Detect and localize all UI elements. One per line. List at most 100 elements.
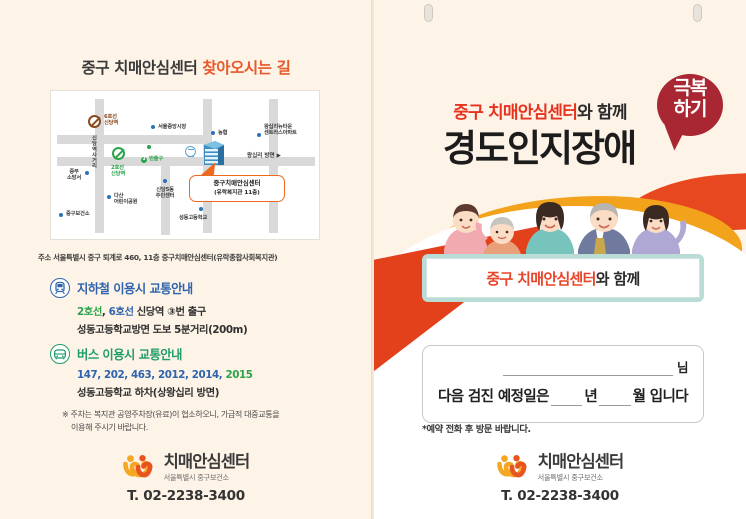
banner-inner: 중구 치매안심센터와 함께 bbox=[426, 258, 700, 298]
map-dot-newtown bbox=[257, 133, 262, 138]
month-input-line[interactable] bbox=[599, 392, 631, 406]
bus-header: 버스 이용시 교통안내 bbox=[50, 344, 360, 364]
headline-subtitle-rest: 와 함께 bbox=[577, 103, 627, 123]
subway-icon bbox=[50, 278, 70, 298]
page-title-accent: 찾아오시는 길 bbox=[202, 59, 291, 77]
speech-bubble-tail bbox=[664, 122, 692, 152]
dementia-center-logo-icon bbox=[122, 454, 157, 482]
right-logo-block: 치매안심센터 서울특별시 중구보건소 T. 02-2238-3400 bbox=[374, 452, 746, 504]
subway-lines: 2호선, 6호선 신당역 ③번 출구 bbox=[77, 303, 360, 318]
map-dot-dasan-park bbox=[107, 195, 112, 200]
map-dot-exit bbox=[147, 145, 152, 150]
map-dot-fire-station bbox=[85, 171, 90, 176]
subway-line2-icon bbox=[112, 147, 125, 160]
year-input-line[interactable] bbox=[550, 392, 583, 406]
location-map: 6호선 신당역 2호선 신당역 신당역사거리 중부 소방서 중구보건소 bbox=[50, 90, 320, 240]
map-dot-market bbox=[151, 125, 156, 130]
dementia-center-logo-icon-right bbox=[496, 454, 531, 482]
map-label-exit: 번출구 bbox=[149, 156, 164, 162]
bus-stop-info: 성동고등학교 하차(상왕십리 방면) bbox=[77, 387, 220, 399]
bubble-line-1: 극복 bbox=[673, 77, 708, 99]
center-callout: 중구치매안심센터 (유락복지관 11층) bbox=[189, 175, 285, 203]
bus-numbers-blue: 147, 202, 463, 2012, 2014, bbox=[77, 369, 226, 381]
map-label-community-center: 신당5동 주민센터 bbox=[155, 187, 175, 200]
headline-subtitle-accent: 중구 치매안심센터 bbox=[453, 103, 578, 123]
speech-bubble bbox=[657, 74, 723, 136]
bus-numbers: 147, 202, 463, 2012, 2014, 2015 bbox=[77, 369, 360, 381]
bus-icon bbox=[50, 344, 70, 364]
right-logo-text: 치매안심센터 서울특별시 중구보건소 bbox=[537, 452, 625, 483]
appointment-note: *예약 전화 후 방문 바랍니다. bbox=[422, 424, 531, 435]
map-exit-number: 3 bbox=[141, 157, 147, 163]
left-phone-number: T. 02-2238-3400 bbox=[127, 488, 245, 504]
subway-exit: 신당역 ③번 출구 bbox=[133, 306, 207, 318]
right-logo-name: 치매안심센터 bbox=[537, 452, 625, 471]
year-label: 년 bbox=[584, 389, 598, 405]
page-title-plain: 중구 치매안심센터 bbox=[81, 59, 203, 77]
left-logo-block: 치매안심센터 서울특별시 중구보건소 T. 02-2238-3400 bbox=[0, 452, 372, 504]
bus-info-block: 버스 이용시 교통안내 147, 202, 463, 2012, 2014, 2… bbox=[50, 344, 360, 399]
parking-note-line1: ※ 주차는 복지관 공영주차장(유료)이 협소하오니, 가급적 대중교통을 bbox=[62, 409, 280, 419]
address-text: 주소 서울특별시 중구 퇴계로 460, 11층 중구치매안심센터(유락종합사회… bbox=[38, 253, 278, 262]
map-road-vertical-3 bbox=[269, 99, 278, 233]
subway-header: 지하철 이용시 교통안내 bbox=[50, 278, 360, 298]
next-checkup-label: 다음 검진 예정일은 bbox=[438, 389, 549, 405]
map-label-wangsimni-direction: 왕십리 방면 ▶ bbox=[247, 153, 281, 159]
map-label-school: 성동고등학교 bbox=[179, 215, 208, 221]
map-road-vertical-1 bbox=[95, 99, 104, 233]
subway-line-2: 2호선 bbox=[77, 306, 102, 318]
appointment-card[interactable]: 님 다음 검진 예정일은 년 월 입니다 bbox=[422, 345, 704, 423]
callout-sub: (유락복지관 11층) bbox=[214, 189, 260, 196]
name-suffix: 님 bbox=[676, 360, 689, 375]
banner-text: 중구 치매안심센터와 함께 bbox=[486, 268, 641, 289]
subway-comma: , bbox=[101, 306, 109, 318]
center-building-illustration bbox=[201, 139, 227, 169]
map-label-newtown: 왕십리뉴타운 센트라스아파트 bbox=[264, 124, 297, 137]
banner-text-accent: 중구 치매안심센터 bbox=[486, 269, 596, 288]
left-panel: 중구 치매안심센터 찾아오시는 길 6호선 신당역 2호선 신당역 bbox=[0, 0, 372, 519]
parking-note: ※ 주차는 복지관 공영주차장(유료)이 협소하오니, 가급적 대중교통을 이용… bbox=[62, 408, 362, 435]
left-logo-text: 치매안심센터 서울특별시 중구보건소 bbox=[163, 452, 251, 483]
map-label-health-center: 중구보건소 bbox=[66, 211, 90, 217]
right-logo-row: 치매안심센터 서울특별시 중구보건소 bbox=[374, 452, 746, 483]
left-logo-name: 치매안심센터 bbox=[163, 452, 251, 471]
card-name-row: 님 bbox=[438, 357, 689, 376]
map-label-dasan-park: 다산 어린이공원 bbox=[114, 193, 138, 206]
map-label-market: 서울중앙시장 bbox=[158, 124, 187, 130]
name-input-line[interactable] bbox=[502, 363, 673, 376]
left-logo-row: 치매안심센터 서울특별시 중구보건소 bbox=[0, 452, 372, 483]
map-label-line6: 6호선 신당역 bbox=[104, 114, 119, 127]
banner-grip-left bbox=[424, 4, 433, 22]
left-logo-sub: 서울특별시 중구보건소 bbox=[163, 473, 229, 482]
center-banner: 중구 치매안심센터와 함께 bbox=[422, 254, 704, 302]
map-dot-community-center bbox=[163, 179, 168, 184]
parking-note-line2: 이용해 주시기 바랍니다. bbox=[71, 422, 148, 433]
headline-subtitle: 중구 치매안심센터와 함께 bbox=[374, 98, 746, 123]
subway-line6-icon bbox=[88, 115, 101, 128]
banner-grip-right bbox=[693, 4, 702, 22]
speech-bubble-text: 극복 하기 bbox=[657, 78, 723, 119]
right-phone-number: T. 02-2238-3400 bbox=[501, 488, 619, 504]
subway-walk-info: 성동고등학교방면 도보 5분거리(200m) bbox=[77, 324, 248, 336]
month-label: 월 입니다 bbox=[632, 389, 689, 405]
right-panel: 중구 치매안심센터와 함께 경도인지장애 극복 하기 bbox=[374, 0, 746, 519]
map-road-vertical-4 bbox=[161, 157, 170, 235]
callout-main: 중구치매안심센터 bbox=[213, 179, 261, 187]
metro-entrance-icon bbox=[185, 146, 196, 158]
subway-title: 지하철 이용시 교통안내 bbox=[77, 282, 193, 296]
headline-title: 경도인지장애 bbox=[442, 127, 637, 170]
right-logo-sub: 서울특별시 중구보건소 bbox=[537, 473, 603, 482]
bus-numbers-green: 2015 bbox=[225, 369, 253, 381]
page-title: 중구 치매안심센터 찾아오시는 길 bbox=[0, 56, 372, 78]
map-road-vertical-2 bbox=[203, 99, 212, 233]
map-dot-health-center bbox=[59, 213, 64, 218]
card-date-row: 다음 검진 예정일은 년 월 입니다 bbox=[438, 385, 689, 406]
map-label-fire-station: 중부 소방서 bbox=[66, 169, 82, 182]
map-dot-nonghyup bbox=[211, 131, 216, 136]
map-label-crossroad: 신당역사거리 bbox=[91, 135, 97, 169]
map-dot-school bbox=[199, 207, 204, 212]
banner-text-rest: 와 함께 bbox=[595, 269, 641, 288]
map-road-horizontal-main bbox=[57, 157, 315, 166]
map-label-nonghyup: 농협 bbox=[218, 130, 228, 136]
